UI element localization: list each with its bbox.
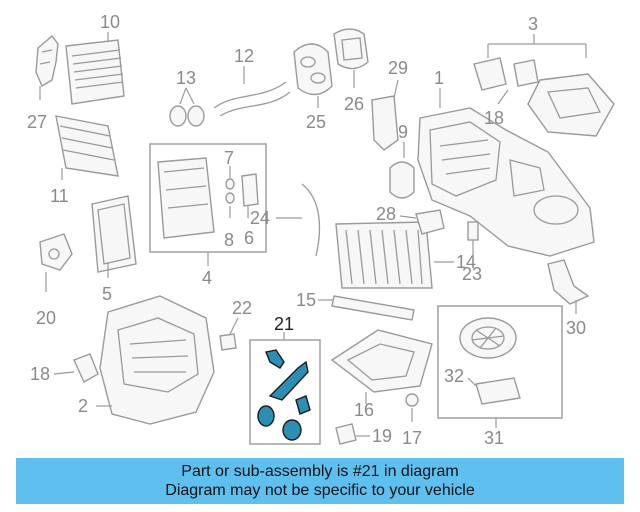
callout-11[interactable]: 11 [50,186,69,206]
callout-21[interactable]: 21 [274,314,294,334]
callout-7[interactable]: 7 [224,148,234,168]
part-4-box [149,143,267,266]
banner-line-1: Part or sub-assembly is #21 in diagram [181,463,459,480]
callout-19[interactable]: 19 [372,426,392,446]
banner-line-2: Diagram may not be specific to your vehi… [165,482,475,499]
part-5-panel [91,195,137,278]
part-26-gasket [333,28,369,88]
part-27-bracket [35,34,59,100]
callout-5[interactable]: 5 [102,284,112,304]
callout-6[interactable]: 6 [244,228,254,248]
callout-26[interactable]: 26 [344,94,364,114]
part-12-pipe [213,66,291,117]
callout-13[interactable]: 13 [176,68,196,88]
callout-18-top[interactable]: 18 [484,108,504,128]
part-21-box [249,332,321,445]
part-10-heater-core [65,32,125,105]
part-17-bolt [405,393,419,422]
info-banner: Part or sub-assembly is #21 in diagram D… [16,458,624,504]
callout-8[interactable]: 8 [224,230,234,250]
part-30-bracket [547,259,590,314]
callout-23[interactable]: 23 [462,264,482,284]
callout-10[interactable]: 10 [100,12,120,32]
callout-31[interactable]: 31 [484,428,504,448]
callout-4[interactable]: 4 [202,268,212,288]
part-28-sensor [399,209,445,235]
callout-25[interactable]: 25 [306,112,326,132]
part-25-gasket [293,43,333,108]
callout-12[interactable]: 12 [234,46,254,66]
part-1-housing [417,88,595,257]
callout-3[interactable]: 3 [528,14,538,34]
part-31-box [437,305,563,428]
callout-2[interactable]: 2 [78,396,88,416]
part-13-grommets [169,87,205,127]
callout-22[interactable]: 22 [232,298,252,318]
callout-1[interactable]: 1 [434,68,444,88]
callout-29[interactable]: 29 [388,58,408,78]
part-19-clip [335,423,370,445]
callout-20[interactable]: 20 [36,308,56,328]
callout-9[interactable]: 9 [398,122,408,142]
callout-15[interactable]: 15 [296,290,316,310]
part-15-strip [318,295,415,321]
part-29-bracket [371,79,399,151]
part-2-housing [96,295,215,425]
part-14-filter [335,221,454,289]
callout-32[interactable]: 32 [444,366,464,386]
part-20-actuator [39,233,73,292]
part-9-motor [389,142,415,199]
part-23-bolt [467,221,479,258]
callout-30[interactable]: 30 [566,318,586,338]
lead-18-top [497,89,509,105]
callout-16[interactable]: 16 [354,400,374,420]
callout-27[interactable]: 27 [27,112,47,132]
callout-18-left[interactable]: 18 [30,364,50,384]
part-22-sensor [219,317,239,351]
part-18-clip [53,353,99,383]
part-21-linkage[interactable] [257,349,311,441]
part-16-tray [330,329,433,404]
part-3-assembly [473,34,615,137]
part-11-evaporator [55,115,119,180]
callout-14[interactable]: 14 [456,252,476,272]
callout-24[interactable]: 24 [250,208,270,228]
callout-28[interactable]: 28 [376,204,396,224]
part-24-hose [276,183,321,257]
callout-17[interactable]: 17 [402,428,422,448]
